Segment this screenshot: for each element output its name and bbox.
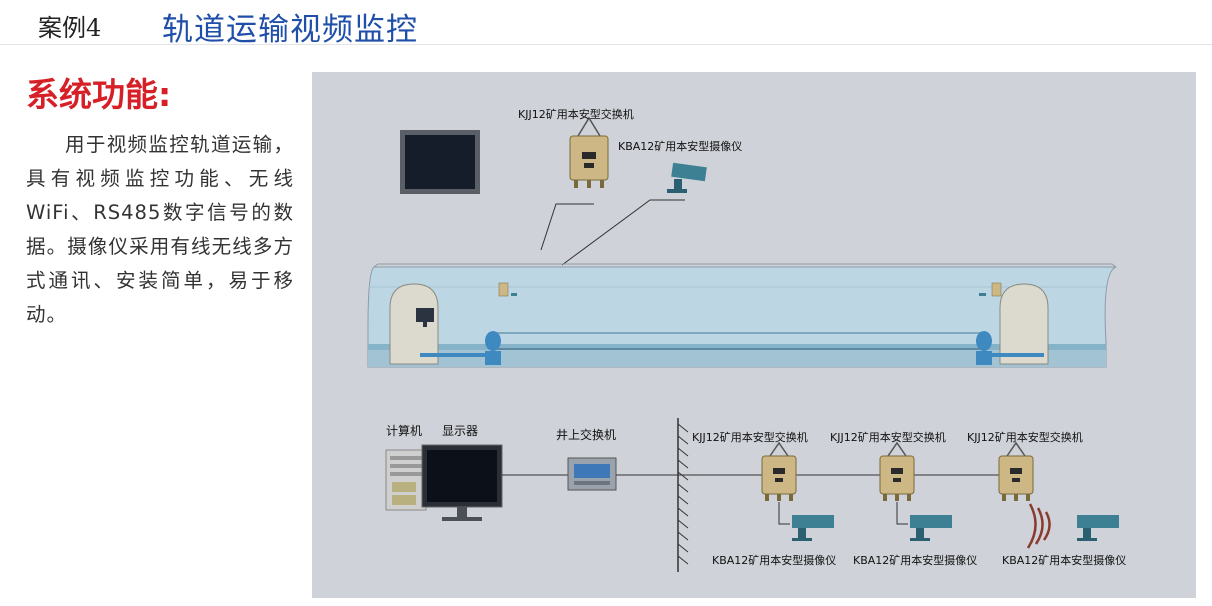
underground-switch-1 (761, 441, 797, 501)
top-camera-label: KBA12矿用本安型摄像仪 (618, 140, 743, 153)
page-title: 轨道运输视频监控 (162, 12, 418, 48)
diagram-canvas (367, 116, 1119, 572)
camera-3 (1077, 515, 1119, 541)
camera-label-3: KBA12矿用本安型摄像仪 (1002, 554, 1127, 567)
section-description: 用于视频监控轨道运输，具有视频监控功能、无线WiFi、RS485数字信号的数据。… (26, 133, 294, 326)
computer-label: 计算机 (386, 424, 423, 438)
top-camera-device (667, 162, 707, 193)
surface-switch-device (567, 457, 617, 491)
camera-1 (778, 502, 834, 541)
wireless-signal-icon (1026, 503, 1051, 549)
camera-2 (896, 502, 952, 541)
computer-tower (385, 449, 427, 511)
page-header: 案例4 轨道运输视频监控 (0, 0, 1212, 48)
system-diagram: KJJ12矿用本安型交换机 KBA12矿用本安型摄像仪 计算机 显示器 井上交换… (312, 72, 1196, 598)
monitor-label: 显示器 (442, 424, 479, 438)
underground-switch-label-2: KJJ12矿用本安型交换机 (830, 431, 946, 444)
section-title: 系统功能: (26, 75, 172, 114)
underground-switch-label-1: KJJ12矿用本安型交换机 (692, 431, 808, 444)
top-monitor (400, 130, 480, 194)
surface-switch-label: 井上交换机 (556, 428, 617, 442)
top-switch-device (569, 116, 609, 188)
case-label: 案例4 (38, 14, 102, 42)
underground-switch-3 (998, 441, 1034, 501)
tunnel-wall (677, 418, 689, 572)
camera-label-2: KBA12矿用本安型摄像仪 (853, 554, 978, 567)
header-divider (0, 44, 1212, 45)
monitor-device (421, 444, 503, 521)
tunnel-illustration (367, 263, 1117, 368)
underground-switch-label-3: KJJ12矿用本安型交换机 (967, 431, 1083, 444)
top-switch-label: KJJ12矿用本安型交换机 (518, 108, 634, 121)
underground-switch-2 (879, 441, 915, 501)
camera-label-1: KBA12矿用本安型摄像仪 (712, 554, 837, 567)
